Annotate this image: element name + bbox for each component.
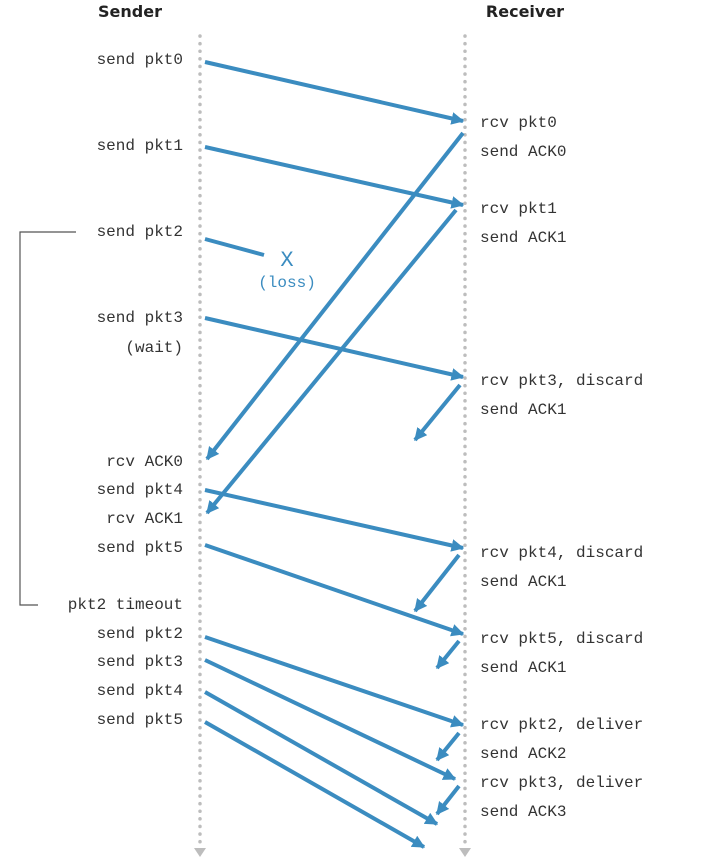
- arrow-pkt4: [204, 488, 465, 552]
- receiver-event-rcv-pkt1: rcv pkt1: [480, 200, 557, 218]
- receiver-event-send-ack2: send ACK2: [480, 745, 566, 763]
- sender-timeline-end-arrow: [194, 848, 206, 857]
- loss-mark: X: [280, 248, 293, 273]
- receiver-timeline-end-arrow: [459, 848, 471, 857]
- sender-event-send-pkt3: send pkt3: [97, 309, 183, 327]
- arrow-resend-pkt2: [204, 635, 465, 728]
- arrow-pkt3: [204, 316, 465, 381]
- receiver-event-send-ack1-c: send ACK1: [480, 659, 566, 677]
- sender-event-send-pkt5: send pkt5: [97, 539, 183, 557]
- receiver-event-send-ack1-a: send ACK1: [480, 401, 566, 419]
- receiver-event-rcv-pkt3-discard: rcv pkt3, discard: [480, 372, 643, 390]
- arrow-pkt1: [204, 145, 465, 209]
- receiver-event-send-ack3: send ACK3: [480, 803, 566, 821]
- arrow-ack1-after-pkt3: [413, 383, 462, 442]
- arrow-pkt2-lost: [204, 237, 265, 257]
- arrow-resend-pkt4: [204, 690, 439, 826]
- sender-events: send pkt0 send pkt1 send pkt2 send pkt3 …: [68, 51, 183, 729]
- sender-event-resend-pkt5: send pkt5: [97, 711, 183, 729]
- receiver-event-rcv-pkt4-discard: rcv pkt4, discard: [480, 544, 643, 562]
- sender-event-resend-pkt3: send pkt3: [97, 653, 183, 671]
- sender-event-wait: (wait): [125, 339, 183, 357]
- receiver-event-rcv-pkt5-discard: rcv pkt5, discard: [480, 630, 643, 648]
- receiver-event-send-ack0: send ACK0: [480, 143, 566, 161]
- sender-event-resend-pkt2: send pkt2: [97, 625, 183, 643]
- sender-event-send-pkt2: send pkt2: [97, 223, 183, 241]
- arrow-ack2: [435, 731, 461, 762]
- receiver-event-rcv-pkt0: rcv pkt0: [480, 114, 557, 132]
- receiver-event-send-ack1: send ACK1: [480, 229, 566, 247]
- sender-event-rcv-ack1: rcv ACK1: [106, 510, 183, 528]
- sender-event-send-pkt4: send pkt4: [97, 481, 183, 499]
- receiver-event-send-ack1-b: send ACK1: [480, 573, 566, 591]
- arrow-ack1-after-pkt4: [413, 553, 461, 613]
- arrow-ack1: [205, 208, 458, 515]
- sender-event-send-pkt0: send pkt0: [97, 51, 183, 69]
- sender-event-send-pkt1: send pkt1: [97, 137, 183, 155]
- arrow-ack0: [205, 131, 465, 461]
- receiver-event-rcv-pkt3-deliver: rcv pkt3, deliver: [480, 774, 643, 792]
- ack-arrows: [205, 131, 465, 816]
- sender-event-pkt2-timeout: pkt2 timeout: [68, 596, 183, 614]
- packet-arrows: [204, 60, 465, 849]
- sender-header: Sender: [98, 2, 162, 21]
- sender-event-resend-pkt4: send pkt4: [97, 682, 183, 700]
- arrow-ack3: [435, 784, 461, 816]
- arrow-resend-pkt5: [204, 720, 426, 849]
- receiver-header: Receiver: [486, 2, 564, 21]
- timeout-bracket: [19, 231, 76, 606]
- loss-label: (loss): [258, 274, 316, 292]
- arrow-pkt5: [204, 543, 465, 637]
- arrow-pkt0: [204, 60, 465, 125]
- arrow-resend-pkt3: [204, 658, 457, 781]
- sender-event-rcv-ack0: rcv ACK0: [106, 453, 183, 471]
- receiver-events: rcv pkt0 send ACK0 rcv pkt1 send ACK1 rc…: [480, 114, 643, 821]
- arrow-ack1-after-pkt5: [435, 639, 461, 670]
- receiver-event-rcv-pkt2-deliver: rcv pkt2, deliver: [480, 716, 643, 734]
